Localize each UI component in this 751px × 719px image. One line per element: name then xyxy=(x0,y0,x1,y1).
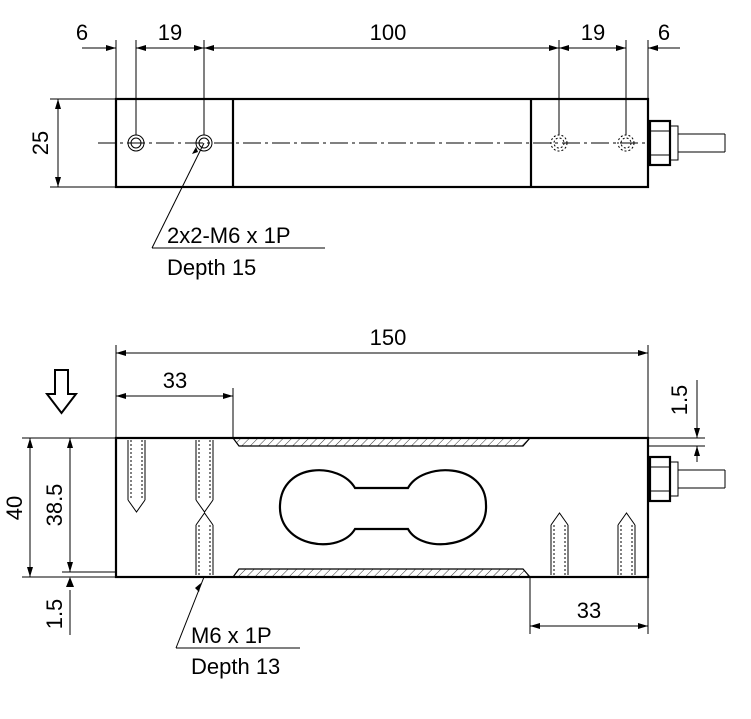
bottom-hatched-gauge-area xyxy=(232,568,531,578)
dim-right-hole-pitch: 19 xyxy=(581,20,605,45)
side-thread-depth: Depth 13 xyxy=(191,654,280,679)
dim-top-gap: 1.5 xyxy=(667,385,692,416)
side-right-threaded-holes xyxy=(550,512,636,575)
dim-right-flange: 33 xyxy=(577,598,601,623)
side-left-threaded-holes xyxy=(127,440,214,575)
dim-total-length: 150 xyxy=(370,325,407,350)
side-view: 150 33 33 40 38.5 1.5 1.5 xyxy=(2,325,726,679)
side-cable-gland xyxy=(648,455,726,503)
dim-top-height: 25 xyxy=(28,131,53,155)
dim-bottom-gap: 1.5 xyxy=(42,599,67,630)
top-cable-gland xyxy=(648,119,726,167)
top-thread-depth: Depth 15 xyxy=(167,255,256,280)
top-hatched-gauge-area xyxy=(232,437,531,447)
side-thread-callout: M6 x 1P xyxy=(191,623,272,648)
dim-left-hole-pitch: 19 xyxy=(158,20,182,45)
bending-beam-cutout xyxy=(278,469,488,546)
top-thread-callout: 2x2-M6 x 1P xyxy=(167,223,291,248)
dim-left-flange: 33 xyxy=(163,368,187,393)
dim-side-height: 40 xyxy=(2,496,27,520)
dim-right-edge: 6 xyxy=(658,20,670,45)
dim-center-span: 100 xyxy=(370,20,407,45)
dim-left-edge: 6 xyxy=(76,20,88,45)
dim-inner-height: 38.5 xyxy=(42,484,67,527)
down-arrow-icon xyxy=(44,369,79,415)
top-view: 6 19 100 19 6 25 2x2-M6 x 1P Depth 15 xyxy=(28,20,726,280)
